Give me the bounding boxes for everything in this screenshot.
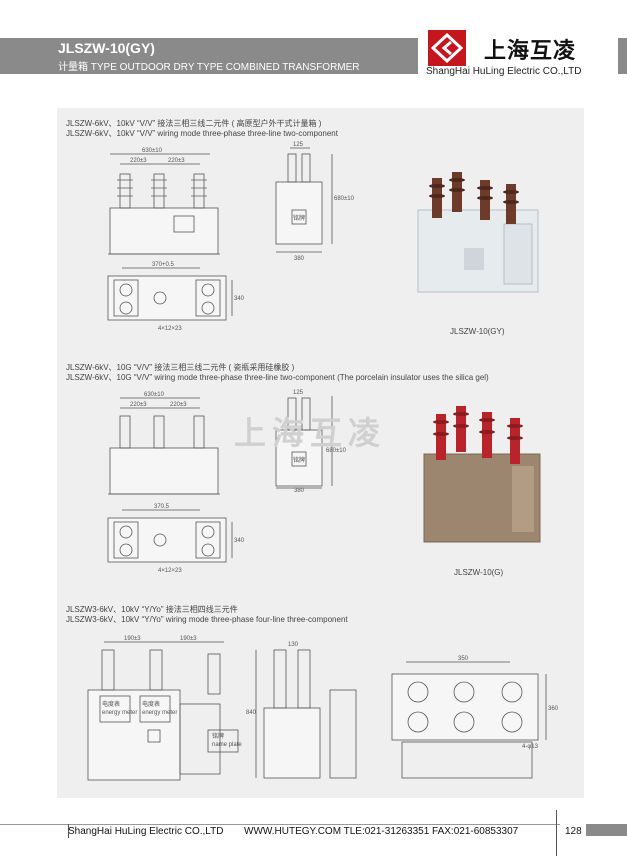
- dim-depth: 380: [294, 256, 305, 262]
- front-view-drawing-3: [87, 641, 239, 781]
- dim-height-3: 840: [246, 710, 257, 716]
- footer-company: ShangHai HuLing Electric CO.,LTD: [68, 826, 224, 837]
- nameplate-label-2: 铭牌: [293, 456, 305, 464]
- page-number: 128: [565, 826, 582, 837]
- huling-logo-icon: [428, 30, 466, 66]
- dim-height-2: 680±10: [326, 448, 347, 454]
- footer-tick-right: [556, 810, 557, 856]
- dim-width: 630±10: [142, 148, 163, 154]
- meter2-label: 电度表: [142, 700, 160, 708]
- dim-holes-3: 4-φ13: [522, 744, 539, 750]
- dim-spacing-6: 190±3: [180, 636, 197, 642]
- dim-mount-depth-2: 340: [234, 538, 245, 544]
- section3-caption-cn: JLSZW3-6kV、10kV “Y/Yo” 接法三相四线三元件: [66, 605, 238, 614]
- section2-drawings: 630±10 220±3 220±3 125 680±10 380 铭牌 370…: [107, 390, 347, 574]
- section2-caption-en: JLSZW-6kV、10G “V/V” wiring mode three-ph…: [66, 373, 489, 382]
- dim-spacing-3: 220±3: [130, 402, 147, 408]
- page-title: JLSZW-10(GY): [58, 40, 155, 56]
- footer-tick-left: [68, 824, 69, 838]
- dim-height: 680±10: [334, 196, 355, 202]
- side-view-drawing: [275, 147, 333, 253]
- dim-spacing-4: 220±3: [170, 402, 187, 408]
- dim-side-top-2: 125: [293, 390, 304, 396]
- section3-caption-en: JLSZW3-6kV、10kV “Y/Yo” wiring mode three…: [66, 615, 348, 624]
- section1-drawings: 630±10 220±3 220±3 125 680±10 380 铭牌 370…: [107, 142, 355, 332]
- plate-label-en: name plate: [212, 742, 242, 748]
- meter1-label: 电度表: [102, 700, 120, 708]
- dim-mount-width: 370+0.5: [152, 262, 175, 268]
- meter2-label-en: energy meter: [142, 710, 177, 716]
- dim-mount-depth-3: 360: [548, 706, 559, 712]
- section1-caption-en: JLSZW-6kV、10kV “V/V” wiring mode three-p…: [66, 129, 338, 138]
- page-subtitle: 计量箱 TYPE OUTDOOR DRY TYPE COMBINED TRANS…: [58, 62, 360, 73]
- section3-drawings: 190±3 190±3 电度表 energy meter 电度表 energy …: [87, 636, 559, 781]
- dim-holes-2: 4×12×23: [158, 568, 182, 574]
- dim-side-top-3: 130: [288, 642, 299, 648]
- dim-depth-2: 380: [294, 488, 305, 494]
- meter1-label-en: energy meter: [102, 710, 137, 716]
- section1-caption-cn: JLSZW-6kV、10kV “V/V” 接法三相三线二元件 ( 高原型户外干式…: [66, 119, 322, 128]
- dim-mount-width-2: 370.5: [154, 504, 170, 510]
- dim-side-top: 125: [293, 142, 304, 148]
- dim-mount-width-3: 350: [458, 656, 469, 662]
- nameplate-label: 铭牌: [293, 214, 305, 222]
- section2-product-photo: [423, 406, 541, 543]
- side-view-drawing-2: [275, 396, 333, 489]
- dim-holes: 4×12×23: [158, 326, 182, 332]
- dim-mount-depth: 340: [234, 296, 245, 302]
- brand-name-cn: 上海互凌: [484, 39, 577, 64]
- top-view-drawing-3: [391, 661, 547, 779]
- section1-product-photo: [417, 172, 539, 293]
- section2-caption-cn: JLSZW-6kV、10G “V/V” 接法三相三线二元件 ( 瓷瓶采用硅橡胶 …: [66, 363, 295, 372]
- footer-bar: [586, 824, 627, 836]
- footer-contact: WWW.HUTEGY.COM TLE:021-31263351 FAX:021-…: [244, 826, 519, 837]
- front-view-drawing: [108, 153, 220, 255]
- watermark: 上海互凌: [234, 414, 387, 452]
- brand-name-en: ShangHai HuLing Electric CO.,LTD: [426, 66, 582, 77]
- side-view-drawing-3: [255, 649, 357, 779]
- section1-photo-label: JLSZW-10(GY): [450, 327, 505, 336]
- plate-label: 铭牌: [212, 732, 224, 740]
- dim-spacing-1: 220±3: [130, 158, 147, 164]
- section2-photo-label: JLSZW-10(G): [454, 568, 504, 577]
- footer-divider: [0, 824, 560, 825]
- front-view-drawing-2: [108, 397, 220, 495]
- dim-spacing-2: 220±3: [168, 158, 185, 164]
- top-view-drawing-2: [107, 509, 233, 563]
- dim-width-2: 630±10: [144, 392, 165, 398]
- top-view-drawing: [107, 267, 233, 321]
- dim-spacing-5: 190±3: [124, 636, 141, 642]
